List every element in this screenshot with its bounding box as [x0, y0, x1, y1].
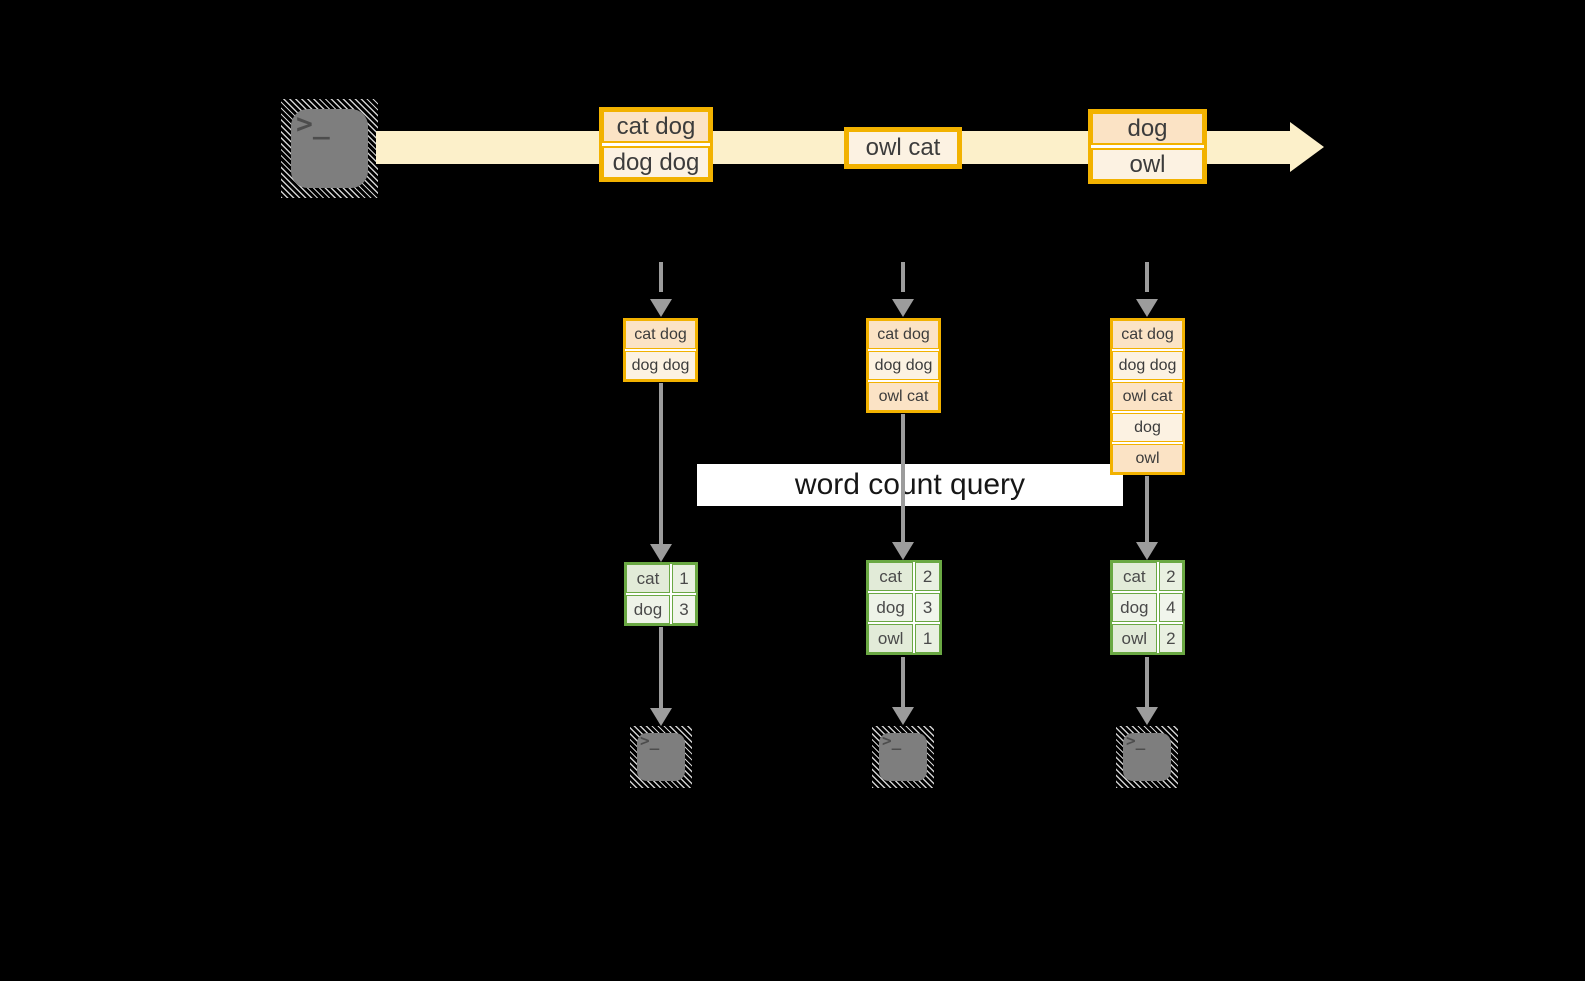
table-row: dog 4: [1112, 593, 1183, 622]
stream-batch-2: owl cat: [844, 127, 962, 169]
record: owl cat: [868, 382, 939, 411]
word-cell: dog: [868, 593, 914, 622]
record: owl cat: [1112, 382, 1183, 411]
arrow-down-icon: [892, 542, 914, 560]
count-table-2: cat 2 dog 3 owl 1: [866, 560, 942, 655]
record: dog dog: [602, 146, 710, 179]
count-cell: 3: [671, 595, 696, 624]
source-terminal-icon: >_: [281, 99, 378, 198]
connector: [659, 627, 663, 709]
stream-batch-3: dog owl: [1088, 109, 1207, 184]
sink-terminal-icon-1: >_: [630, 726, 692, 788]
word-cell: cat: [868, 562, 914, 591]
count-cell: 1: [671, 564, 696, 593]
sink-terminal-icon-2: >_: [872, 726, 934, 788]
terminal-prompt-icon: >_: [640, 731, 660, 750]
record: owl: [1091, 148, 1204, 181]
window-buffer-3: cat dog dog dog owl cat dog owl: [1110, 318, 1185, 475]
table-row: cat 2: [1112, 562, 1183, 591]
record: owl cat: [847, 130, 959, 166]
word-cell: owl: [868, 624, 914, 653]
connector: [659, 383, 663, 545]
count-cell: 4: [1158, 593, 1183, 622]
table-row: owl 2: [1112, 624, 1183, 653]
record: dog dog: [868, 351, 939, 380]
dashed-connector: [1145, 262, 1149, 292]
terminal-prompt-icon: >_: [296, 107, 330, 140]
word-cell: dog: [626, 595, 670, 624]
connector: [1145, 476, 1149, 542]
record: owl: [1112, 444, 1183, 473]
query-label-band: word count query: [697, 464, 1123, 506]
terminal-prompt-icon: >_: [882, 731, 902, 750]
terminal-prompt-icon: >_: [1126, 731, 1146, 750]
table-row: cat 1: [626, 564, 696, 593]
count-cell: 2: [1158, 562, 1183, 591]
word-cell: cat: [1112, 562, 1157, 591]
sink-terminal-icon-3: >_: [1116, 726, 1178, 788]
stream-batch-1: cat dog dog dog: [599, 107, 713, 182]
record: cat dog: [625, 320, 696, 349]
record: cat dog: [602, 110, 710, 143]
table-row: dog 3: [868, 593, 940, 622]
terminal-screen: [637, 733, 685, 781]
window-buffer-1: cat dog dog dog: [623, 318, 698, 382]
dashed-connector: [659, 262, 663, 292]
word-cell: owl: [1112, 624, 1157, 653]
record: dog: [1091, 112, 1204, 145]
terminal-screen: [879, 733, 927, 781]
arrow-down-icon: [1136, 707, 1158, 725]
connector: [1145, 657, 1149, 708]
connector: [901, 657, 905, 708]
count-table-1: cat 1 dog 3: [624, 562, 698, 626]
count-table-3: cat 2 dog 4 owl 2: [1110, 560, 1185, 655]
dashed-connector: [901, 262, 905, 292]
stream-arrow-head-icon: [1290, 122, 1324, 172]
count-cell: 2: [915, 562, 940, 591]
word-cell: cat: [626, 564, 670, 593]
arrow-down-icon: [1136, 542, 1158, 560]
count-cell: 2: [1158, 624, 1183, 653]
arrow-down-icon: [650, 299, 672, 317]
table-row: dog 3: [626, 595, 696, 624]
record: cat dog: [868, 320, 939, 349]
record: cat dog: [1112, 320, 1183, 349]
terminal-screen: [1123, 733, 1171, 781]
arrow-down-icon: [892, 299, 914, 317]
word-cell: dog: [1112, 593, 1157, 622]
arrow-down-icon: [650, 544, 672, 562]
count-cell: 3: [915, 593, 940, 622]
arrow-down-icon: [892, 707, 914, 725]
record: dog dog: [1112, 351, 1183, 380]
window-buffer-2: cat dog dog dog owl cat: [866, 318, 941, 413]
query-label: word count query: [794, 468, 1026, 501]
arrow-down-icon: [1136, 299, 1158, 317]
table-row: owl 1: [868, 624, 940, 653]
arrow-down-icon: [650, 708, 672, 726]
terminal-screen: [291, 109, 368, 188]
table-row: cat 2: [868, 562, 940, 591]
connector: [901, 414, 905, 542]
count-cell: 1: [915, 624, 940, 653]
record: dog: [1112, 413, 1183, 442]
record: dog dog: [625, 351, 696, 380]
